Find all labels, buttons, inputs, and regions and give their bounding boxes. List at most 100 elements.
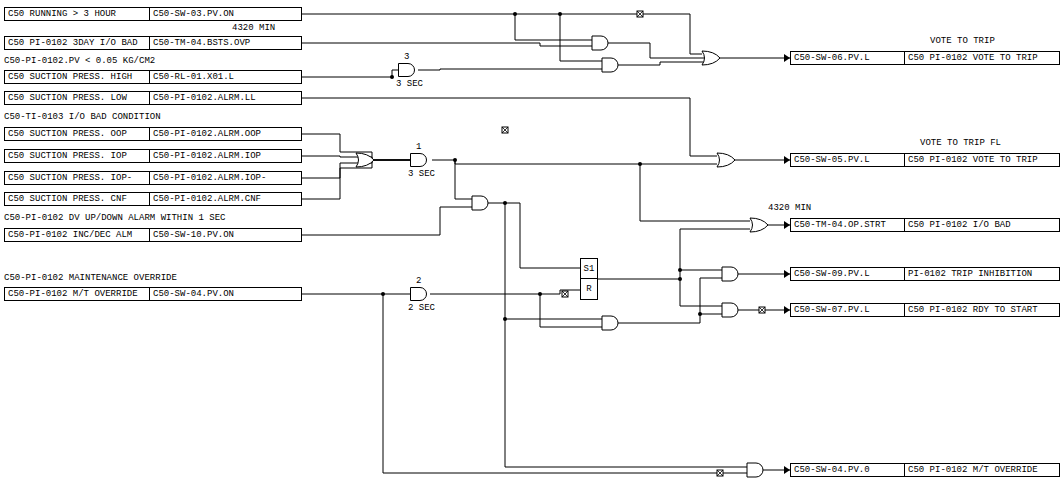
tag-cell: C50-SW-06.PV.L xyxy=(791,52,904,64)
timer-outline xyxy=(398,63,418,77)
timer-shape xyxy=(411,154,427,167)
and-gate xyxy=(602,316,618,330)
tag-cell: C50-TM-04.BSTS.OVP xyxy=(149,37,301,49)
tag-cell: C50 PI-0102 M/T OVERRIDE xyxy=(904,464,1059,476)
signal-wire xyxy=(302,160,410,199)
tag-cell: C50-PI-0102.ALRM.IOP- xyxy=(149,172,301,184)
timer-outline xyxy=(410,287,430,301)
input-tag-box: C50 SUCTION PRESS. IOP-C50-PI-0102.ALRM.… xyxy=(4,171,302,185)
note-label: 4320 MIN xyxy=(768,203,811,214)
tag-cell: C50 SUCTION PRESS. IOP- xyxy=(5,172,149,184)
wire xyxy=(515,14,592,40)
input-tag-box: C50 PI-0102 3DAY I/O BADC50-TM-04.BSTS.O… xyxy=(4,36,302,50)
input-tag-box: C50 SUCTION PRESS. OOPC50-PI-0102.ALRM.O… xyxy=(4,127,302,141)
wire xyxy=(505,319,602,320)
tag-cell: PI-0102 TRIP INHIBITION xyxy=(904,268,1059,280)
tag-cell: C50 PI-0102 3DAY I/O BAD xyxy=(5,37,149,49)
tag-cell: C50-PI-0102.ALRM.IOP xyxy=(149,150,301,162)
signal-wire xyxy=(302,134,410,160)
output-arrow-group xyxy=(784,54,790,474)
input-tag-box: C50 SUCTION PRESS. CNFC50-PI-0102.ALRM.C… xyxy=(4,192,302,206)
junction-dot xyxy=(538,292,542,296)
junction-dot xyxy=(558,12,562,16)
latch-cell: R xyxy=(580,279,598,300)
input-tag-box: C50 SUCTION PRESS. IOPC50-PI-0102.ALRM.I… xyxy=(4,149,302,163)
output-tag-box: C50-SW-05.PV.LC50 PI-0102 VOTE TO TRIP xyxy=(790,153,1060,167)
wire xyxy=(718,58,790,59)
and-gate xyxy=(602,58,618,72)
tag-cell: C50 RUNNING > 3 HOUR xyxy=(5,8,149,20)
and-gate xyxy=(722,267,738,281)
junction-dot xyxy=(390,75,394,79)
sr-latch: S1R xyxy=(580,258,598,300)
tag-cell: C50-PI-0102.ALRM.CNF xyxy=(149,193,301,205)
input-tag-box: C50 SUCTION PRESS. LOWC50-PI-0102.ALRM.L… xyxy=(4,91,302,105)
wire xyxy=(680,279,722,306)
tag-cell: C50 SUCTION PRESS. OOP xyxy=(5,128,149,140)
tag-cell: C50-SW-07.PV.L xyxy=(791,304,904,316)
tag-cell: C50-PI-0102 M/T OVERRIDE xyxy=(5,288,149,300)
tag-cell: C50 SUCTION PRESS. CNF xyxy=(5,193,149,205)
junction-dot xyxy=(381,292,385,296)
tag-cell: C50-PI-0102.ALRM.OOP xyxy=(149,128,301,140)
or-gate xyxy=(356,153,374,167)
wire xyxy=(300,98,717,156)
timer-shape xyxy=(411,288,427,301)
and-gate xyxy=(592,36,608,50)
wire xyxy=(383,294,747,473)
wire xyxy=(300,43,592,46)
output-tag-box: C50-SW-06.PV.LC50 PI-0102 VOTE TO TRIP xyxy=(790,51,1060,65)
wire xyxy=(505,203,747,467)
tag-cell: C50-SW-05.PV.L xyxy=(791,154,904,166)
tag-cell: C50 SUCTION PRESS. HIGH xyxy=(5,71,149,83)
wire xyxy=(300,14,702,54)
junction-dot xyxy=(503,317,507,321)
wire xyxy=(738,274,790,275)
junction-dot xyxy=(503,201,507,205)
junction-dot xyxy=(638,162,642,166)
delay-text: 2 SEC xyxy=(408,303,435,313)
tag-cell: C50 PI-0102 I/O BAD xyxy=(904,219,1059,231)
tag-cell: C50 SUCTION PRESS. IOP xyxy=(5,150,149,162)
inverter-mark xyxy=(717,470,723,476)
inverter-mark xyxy=(562,291,568,297)
and-gate xyxy=(722,303,738,317)
tag-cell: C50-SW-09.PV.L xyxy=(791,268,904,280)
tag-cell: C50 PI-0102 RDY TO START xyxy=(904,304,1059,316)
callout-number: 1 xyxy=(416,142,421,152)
wire-group xyxy=(300,14,790,473)
note-label: C50-PI-0102 MAINTENANCE OVERRIDE xyxy=(4,273,177,284)
note-label: VOTE TO TRIP xyxy=(930,36,995,47)
timer-outline xyxy=(410,153,430,167)
output-tag-box: C50-SW-07.PV.LC50 PI-0102 RDY TO START xyxy=(790,303,1060,317)
gate-group xyxy=(356,11,768,477)
delay-text: 3 SEC xyxy=(408,169,435,179)
note-label: VOTE TO TRIP FL xyxy=(920,138,1001,149)
tag-cell: C50-SW-04.PV.ON xyxy=(149,288,301,300)
timer-shape xyxy=(399,64,415,77)
wire xyxy=(640,164,750,221)
or-gate xyxy=(750,218,768,232)
note-label: C50-PI-0102 DV UP/DOWN ALARM WITHIN 1 SE… xyxy=(4,213,225,224)
latch-cell: S1 xyxy=(580,258,598,279)
wire xyxy=(300,207,472,235)
wire xyxy=(608,43,704,58)
tag-cell: C50 PI-0102 VOTE TO TRIP xyxy=(904,52,1059,64)
note-label: 4320 MIN xyxy=(232,23,275,34)
tag-cell: C50-TM-04.OP.STRT xyxy=(791,219,904,231)
signal-wire xyxy=(302,156,410,160)
input-tag-box: C50 SUCTION PRESS. HIGHC50-RL-01.X01.L xyxy=(4,70,302,84)
timer-gate: 22 SEC xyxy=(410,287,430,301)
signal-wire xyxy=(302,294,410,295)
callout-number: 2 xyxy=(416,276,421,286)
tag-cell: C50-PI-0102.ALRM.LL xyxy=(149,92,301,104)
and-gate xyxy=(747,463,763,477)
and-gate xyxy=(472,196,488,210)
tag-cell: C50-RL-01.X01.L xyxy=(149,71,301,83)
tag-cell: C50-SW-10.PV.ON xyxy=(149,229,301,241)
note-label: C50-TI-0103 I/O BAD CONDITION xyxy=(4,112,161,123)
junction-group xyxy=(381,12,702,321)
junction-dot xyxy=(678,277,682,281)
wire xyxy=(618,314,722,323)
junction-dot xyxy=(513,12,517,16)
